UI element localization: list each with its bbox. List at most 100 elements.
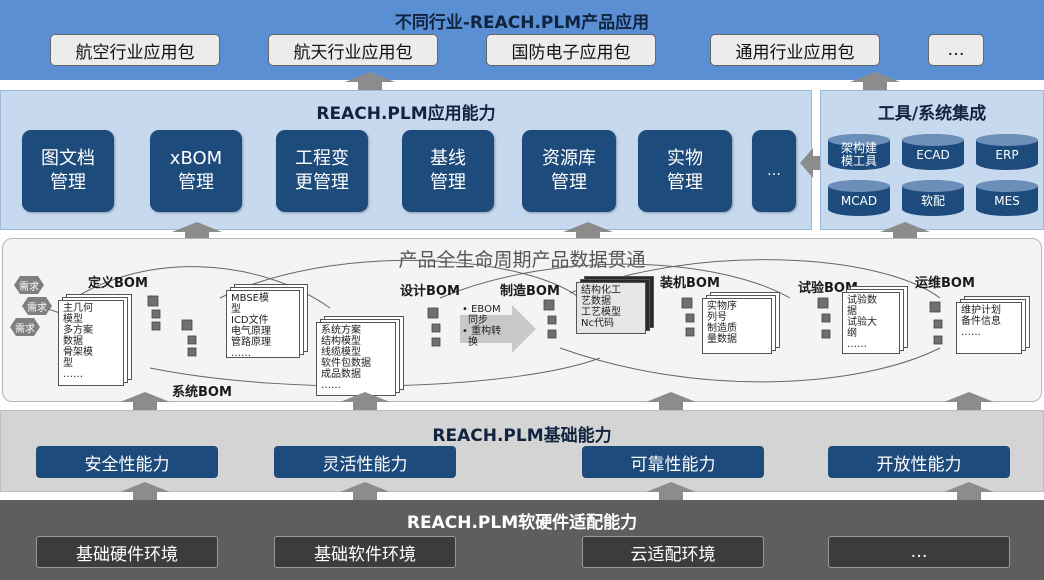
- assembly-doc: 实物序 列号 制造质 量数据: [702, 298, 772, 354]
- doc-line: 同步: [468, 315, 488, 326]
- physical-management-card[interactable]: 实物管理: [638, 130, 732, 212]
- card-line-1: 图文档: [41, 148, 95, 169]
- doc-line: 维护计划: [961, 305, 1001, 316]
- security-capability[interactable]: 安全性能力: [36, 446, 218, 478]
- card-line-1: xBOM: [169, 148, 223, 169]
- doc-line: ……: [321, 380, 341, 391]
- doc-line: 实物序: [707, 301, 737, 312]
- baseline-management-card[interactable]: 基线管理: [402, 130, 494, 212]
- card-line-2: 管理: [177, 172, 214, 193]
- assembly-doc-stack: 实物序 列号 制造质 量数据: [702, 292, 780, 354]
- test-doc: 试验数 据 试验大 纲 ……: [842, 292, 900, 354]
- doc-line: 量数据: [707, 334, 737, 345]
- arrow-up-icon: [345, 72, 395, 94]
- card-line-2: 管理: [551, 172, 587, 193]
- doc-line: ……: [231, 348, 251, 359]
- card-line-1: 工程变: [295, 148, 349, 169]
- doc-line: MBSE模: [231, 293, 269, 304]
- manufacture-bom-label: 制造BOM: [500, 284, 560, 299]
- doc-line: 骨架模: [63, 347, 93, 358]
- system-doc-2: 系统方案 结构模型 线缆模型 软件包数据 成品数据 ……: [316, 322, 396, 396]
- doc-line: Nc代码: [581, 318, 614, 329]
- card-line-1: 实物: [667, 148, 703, 169]
- arrow-up-icon: [340, 482, 390, 504]
- doc-line: 工艺模型: [581, 307, 621, 318]
- openness-capability[interactable]: 开放性能力: [828, 446, 1010, 478]
- doc-line: • 重构转: [462, 326, 502, 337]
- more-capability-card[interactable]: …: [752, 130, 796, 212]
- cyl-label: MCAD: [840, 193, 878, 208]
- card-line-2: 更管理: [295, 172, 349, 193]
- manufacture-doc: 结构化工 艺数据 工艺模型 Nc代码: [576, 282, 646, 334]
- base-software-env[interactable]: 基础软件环境: [274, 536, 456, 568]
- arrow-up-icon: [850, 72, 900, 94]
- industry-layer: 不同行业-REACH.PLM产品应用 航空行业应用包 航天行业应用包 国防电子应…: [0, 0, 1044, 80]
- design-bom-label: 设计BOM: [400, 284, 460, 299]
- doc-line: 结构化工: [581, 285, 621, 296]
- xbom-management-card[interactable]: xBOM 管理: [150, 130, 242, 212]
- base-hardware-env[interactable]: 基础硬件环境: [36, 536, 218, 568]
- doc-line: 备件信息: [961, 316, 1001, 327]
- ecad-tool[interactable]: ECAD: [902, 134, 964, 170]
- doc-line: 管路原理: [231, 337, 271, 348]
- doc-line: 系统方案: [321, 325, 361, 336]
- doc-line: 换: [468, 337, 478, 348]
- manufacture-doc-stack: 结构化工 艺数据 工艺模型 Nc代码: [576, 276, 654, 334]
- change-management-card[interactable]: 工程变更管理: [276, 130, 368, 212]
- industry-layer-title: 不同行业-REACH.PLM产品应用: [394, 13, 650, 33]
- industry-general[interactable]: 通用行业应用包: [710, 34, 880, 66]
- doc-line: 结构模型: [321, 336, 361, 347]
- resource-library-card[interactable]: 资源库管理: [522, 130, 616, 212]
- doc-line: 艺数据: [581, 296, 611, 307]
- doc-line: 型: [63, 358, 73, 369]
- mcad-tool[interactable]: MCAD: [828, 180, 890, 216]
- industry-defense-electronics[interactable]: 国防电子应用包: [486, 34, 656, 66]
- industry-more[interactable]: …: [928, 34, 984, 66]
- arrow-up-icon: [120, 392, 170, 414]
- operate-bom-label: 运维BOM: [915, 276, 975, 291]
- requirement-node: 需求: [10, 318, 40, 336]
- cyl-label: 软配: [920, 193, 945, 208]
- doc-line: 型: [231, 304, 241, 315]
- arch-modeling-tool[interactable]: 架构建模工具: [828, 134, 890, 170]
- test-doc-stack: 试验数 据 试验大 纲 ……: [842, 286, 908, 354]
- doc-line: ……: [847, 339, 867, 350]
- mes-tool[interactable]: MES: [976, 180, 1038, 216]
- doc-management-card[interactable]: 图文档管理: [22, 130, 114, 212]
- capability-layer-title: REACH.PLM应用能力: [316, 104, 496, 124]
- cloud-adaptation-env[interactable]: 云适配环境: [582, 536, 764, 568]
- industry-aerospace[interactable]: 航天行业应用包: [268, 34, 438, 66]
- industry-aviation[interactable]: 航空行业应用包: [50, 34, 220, 66]
- doc-line: 软件包数据: [321, 358, 371, 369]
- card-line-2: 管理: [667, 172, 703, 193]
- cyl-label: ERP: [995, 147, 1019, 162]
- arrow-up-icon: [340, 392, 390, 414]
- arrow-up-icon: [880, 222, 930, 244]
- doc-line: ……: [961, 327, 981, 338]
- erp-tool[interactable]: ERP: [976, 134, 1038, 170]
- software-config-tool[interactable]: 软配: [902, 180, 964, 216]
- doc-line: 试验数: [847, 295, 877, 306]
- flexibility-capability[interactable]: 灵活性能力: [274, 446, 456, 478]
- card-line-1: …: [767, 163, 781, 179]
- operate-doc: 维护计划 备件信息 ……: [956, 302, 1022, 354]
- doc-line: 制造质: [707, 323, 737, 334]
- doc-line: 数据: [63, 336, 83, 347]
- reliability-capability[interactable]: 可靠性能力: [582, 446, 764, 478]
- base-capability-title: REACH.PLM基础能力: [432, 426, 612, 446]
- more-env[interactable]: …: [828, 536, 1010, 568]
- arrow-up-icon: [944, 392, 994, 414]
- system-bom-label: 系统BOM: [172, 385, 232, 400]
- doc-line: ICD文件: [231, 315, 269, 326]
- card-line-2: 管理: [50, 172, 86, 193]
- doc-line: 主几何: [63, 303, 93, 314]
- assembly-bom-label: 装机BOM: [660, 276, 720, 291]
- ebom-note: • EBOM 同步 • 重构转 换: [462, 304, 501, 348]
- arrow-up-icon: [646, 482, 696, 504]
- card-line-1: 资源库: [542, 148, 596, 169]
- arrow-up-icon: [646, 392, 696, 414]
- tools-layer-title: 工具/系统集成: [877, 104, 987, 124]
- doc-line: • EBOM: [462, 304, 501, 315]
- cyl-line-2: 模工具: [840, 154, 877, 168]
- doc-line: ……: [63, 369, 83, 380]
